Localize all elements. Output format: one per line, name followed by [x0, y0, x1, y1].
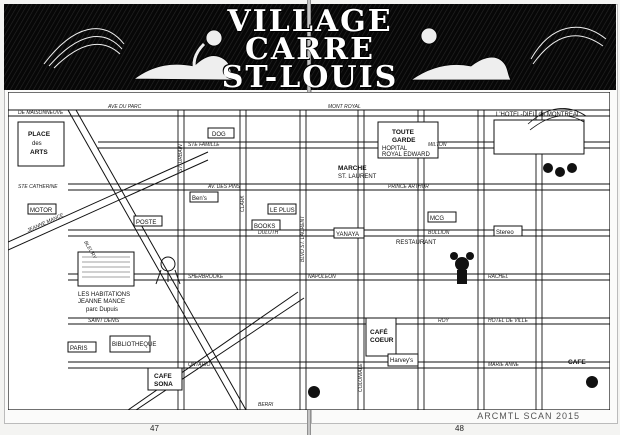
angel-wing-icon [527, 108, 587, 131]
banner-right [311, 4, 616, 90]
title-line-1: VILLAGE [227, 4, 393, 39]
marche-label-2: ST. LAURENT [338, 174, 377, 180]
place-des-arts: PLACE des ARTS [17, 121, 65, 167]
street-colonial: COLONIALE [358, 363, 364, 392]
shop-badge-4: BOOKS [254, 224, 275, 230]
street-rachel: RACHEL [488, 274, 509, 280]
habitations-jeanne-mance: LES HABITATIONS JEANNE MANCE parc Dupuis [77, 251, 135, 313]
street-pine: AV. DES PINS [207, 184, 241, 190]
parc-dupuis-label: parc Dupuis [86, 307, 118, 313]
habitations-label-2: JEANNE MANCE [78, 299, 125, 305]
shop-badge-3: LE PLUS [270, 208, 295, 214]
wing-ornament-left [43, 28, 125, 69]
engraved-banner-left [4, 4, 307, 90]
shop-badge-9: PARIS [70, 346, 88, 352]
street-mont-royal: MONT ROYAL [328, 104, 361, 110]
cafe-sona: CAFE SONA [147, 367, 183, 391]
cartoon-dog-icon [155, 256, 181, 285]
cafe-coeur-label-2: COEUR [370, 337, 394, 344]
street-sherbrooke: SHERBROOKE [188, 274, 224, 280]
street-ste-catherine: STE CATHERINE [18, 184, 58, 190]
shop-badge-6: MCG [430, 216, 444, 222]
street-marie-anne: MARIE ANNE [488, 362, 520, 368]
toute-garde-building: TOUTE GARDE HOPITAL ROYAL EDWARD [377, 121, 439, 159]
toute-garde-label-2: GARDE [392, 137, 416, 144]
place-des-arts-label-2: des [32, 141, 42, 147]
street-napoleon: NAPOLEON [308, 274, 336, 280]
banner-left [4, 4, 307, 90]
toute-garde-label-1: TOUTE [392, 129, 415, 136]
place-des-arts-label-1: PLACE [28, 131, 51, 138]
street-st-urbain: ST. URBAIN [178, 144, 184, 172]
shop-badge-10: POSTE [136, 220, 156, 226]
shop-badge-5: Ben's [192, 196, 207, 202]
cafe-sona-label-1: CAFE [154, 373, 172, 380]
street-hotel-de-ville: HOTEL DE VILLE [488, 318, 529, 324]
street-map-drawing: PLACE des ARTS LES HABITATIONS JEANNE MA… [7, 91, 611, 411]
cafe-right-label: CAFE [568, 359, 586, 366]
shop-badge-8: MOTOR [30, 208, 53, 214]
restaurant-label: RESTAURANT [396, 240, 437, 246]
place-des-arts-label-3: ARTS [30, 149, 48, 156]
hopital-label-2: ROYAL EDWARD [382, 152, 430, 158]
bibliotheque-label: BIBLIOTHEQUE [112, 342, 156, 348]
page-number-right: 48 [455, 424, 464, 433]
street-de-maisonneuve: DE MAISONNEUVE [18, 110, 64, 116]
street-ste-famille: STE FAMILLE [188, 142, 220, 148]
wing-ornament-right [530, 26, 607, 65]
tree-icons [308, 163, 598, 398]
page-number-left: 47 [150, 424, 159, 433]
harveys: Harvey's [387, 353, 419, 367]
cafe-coeur-label-1: CAFÉ [370, 327, 388, 336]
cafe-sona-label-2: SONA [154, 381, 173, 388]
shop-badge-1: DOG [212, 132, 226, 138]
street-parc: AVE DU PARC [107, 104, 142, 110]
figure-illustration-left [132, 29, 235, 81]
harveys-label: Harvey's [390, 358, 413, 364]
restaurant: RESTAURANT [396, 240, 437, 246]
hotel-dieu: L'HOTEL-DIEU de MONTREAL [493, 112, 585, 155]
street-milton: MILTON [428, 142, 447, 148]
street-st-denis: SAINT DENIS [88, 318, 120, 324]
cafe-coeur: CAFÉ COEUR [365, 317, 397, 357]
shop-badge-7: Stereo [496, 230, 514, 236]
street-roy: ROY [438, 318, 450, 324]
marche-st-laurent: MARCHE ST. LAURENT [338, 165, 377, 180]
shop-badges: DOG YANAYA LE PLUS BOOKS Ben's MCG Stere… [27, 127, 523, 353]
street-labels: AVE DU PARC MONT ROYAL STE FAMILLE PRINC… [18, 104, 529, 408]
engraved-banner-right [311, 4, 616, 90]
street-clark: CLARK [240, 195, 246, 212]
figure-illustration-right [409, 27, 512, 81]
cafe-right: CAFE [568, 359, 586, 366]
street-st-laurent: BLVD ST. LAURENT [300, 215, 306, 262]
street-prince-arthur: PRINCE ARTHUR [388, 184, 429, 190]
title-line-2: CARRE [245, 32, 375, 67]
scan-credit: ARCMTL SCAN 2015 [477, 411, 580, 421]
habitations-label-1: LES HABITATIONS [78, 292, 130, 298]
hotel-dieu-label: L'HOTEL-DIEU de MONTREAL [496, 112, 581, 118]
street-duluth: DULUTH [258, 230, 279, 236]
hopital-label-1: HOPITAL [382, 146, 408, 152]
marche-label-1: MARCHE [338, 165, 367, 172]
street-bullion: BULLION [428, 230, 450, 236]
street-ontario: ONTARIO [188, 362, 211, 368]
cartoon-mouse-icon [450, 252, 474, 284]
title-line-3: ST-LOUIS [221, 60, 399, 95]
banner-title: VILLAGE CARRE ST-LOUIS [180, 4, 440, 95]
bibliotheque: BIBLIOTHEQUE [109, 335, 156, 353]
shop-badge-2: YANAYA [336, 232, 359, 238]
street-map: PLACE des ARTS LES HABITATIONS JEANNE MA… [7, 91, 611, 411]
street-berri: BERRI [258, 402, 274, 408]
